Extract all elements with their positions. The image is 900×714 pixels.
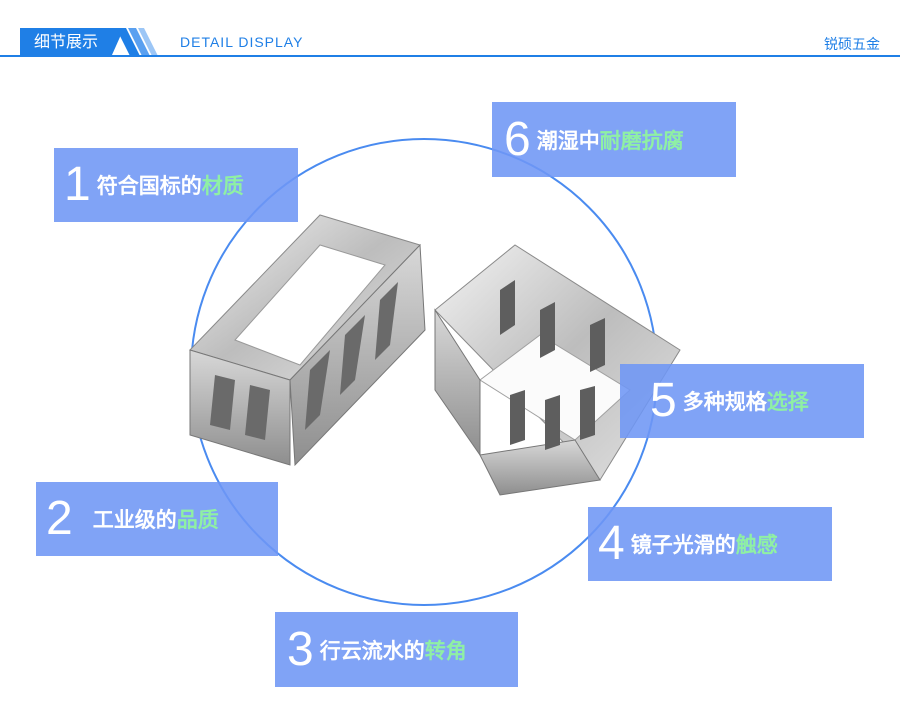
feature-number: 2 [46, 492, 73, 545]
feature-label-1: 1 符合国标的材质 [54, 148, 298, 222]
feature-highlight: 选择 [766, 390, 809, 414]
feature-text: 镜子光滑的 [630, 533, 736, 557]
feature-highlight: 耐磨抗腐 [599, 128, 684, 153]
feature-highlight: 转角 [424, 638, 467, 663]
feature-label-2: 2 工业级的品质 [36, 482, 278, 556]
feature-number: 6 [504, 112, 531, 166]
section-subtitle: DETAIL DISPLAY [180, 34, 304, 50]
feature-label-4: 4 镜子光滑的触感 [588, 507, 832, 581]
feature-label-3: 3 行云流水的转角 [275, 612, 518, 687]
feature-highlight: 材质 [201, 174, 244, 198]
feature-text: 行云流水的 [319, 638, 425, 663]
feature-highlight: 触感 [735, 533, 778, 557]
section-title: 细节展示 [20, 28, 124, 56]
feature-text: 多种规格 [682, 390, 767, 414]
brand-name: 锐硕五金 [824, 37, 880, 53]
product-image [189, 214, 681, 496]
feature-number: 5 [650, 374, 677, 427]
feature-number: 3 [287, 622, 314, 676]
feature-text: 工业级的 [92, 508, 177, 532]
feature-number: 1 [64, 158, 91, 211]
feature-text: 潮湿中 [536, 128, 600, 153]
feature-label-6: 6 潮湿中耐磨抗腐 [492, 102, 736, 177]
feature-label-5: 5 多种规格选择 [620, 364, 864, 438]
header-divider [0, 55, 900, 57]
feature-highlight: 品质 [176, 508, 219, 532]
feature-number: 4 [598, 517, 625, 570]
decorative-stripes [116, 28, 158, 56]
feature-text: 符合国标的 [96, 174, 202, 198]
header: 细节展示 DETAIL DISPLAY 锐硕五金 [0, 0, 900, 60]
